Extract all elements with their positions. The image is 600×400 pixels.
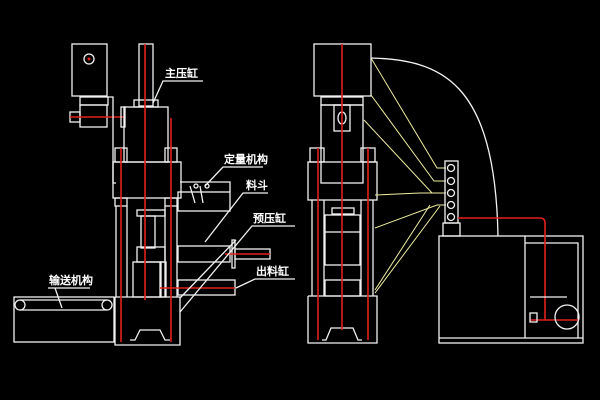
- main-cylinder-rod: [138, 43, 154, 107]
- hoses: [363, 57, 446, 294]
- return-hose: [370, 57, 499, 237]
- main-cylinder: [123, 106, 169, 163]
- right-machine-view: [307, 43, 584, 344]
- label-dosing-mechanism: 定量机构: [224, 152, 268, 166]
- motor-shaft-icon: [83, 53, 95, 65]
- label-discharge-cylinder: 出料缸: [256, 264, 289, 278]
- pump-motor-icon: [554, 304, 580, 330]
- upper-crossbeam: [112, 161, 182, 199]
- lower-block: [132, 261, 162, 298]
- valve-block: [79, 104, 108, 128]
- left-machine-view: [13, 43, 271, 346]
- motor-box: [71, 43, 108, 97]
- annotations: 主压缸 定量机构 料斗 预压缸 出料缸 输送机构: [48, 66, 295, 313]
- label-conveyor: 输送机构: [49, 273, 93, 287]
- valve-manifold: [442, 160, 461, 237]
- conveyor: [13, 296, 115, 343]
- label-hopper: 料斗: [246, 178, 268, 192]
- hydraulic-tank: [438, 217, 584, 344]
- hopper: [177, 191, 231, 212]
- label-prepress-cylinder: 预压缸: [253, 211, 286, 225]
- label-main-cylinder: 主压缸: [165, 66, 198, 80]
